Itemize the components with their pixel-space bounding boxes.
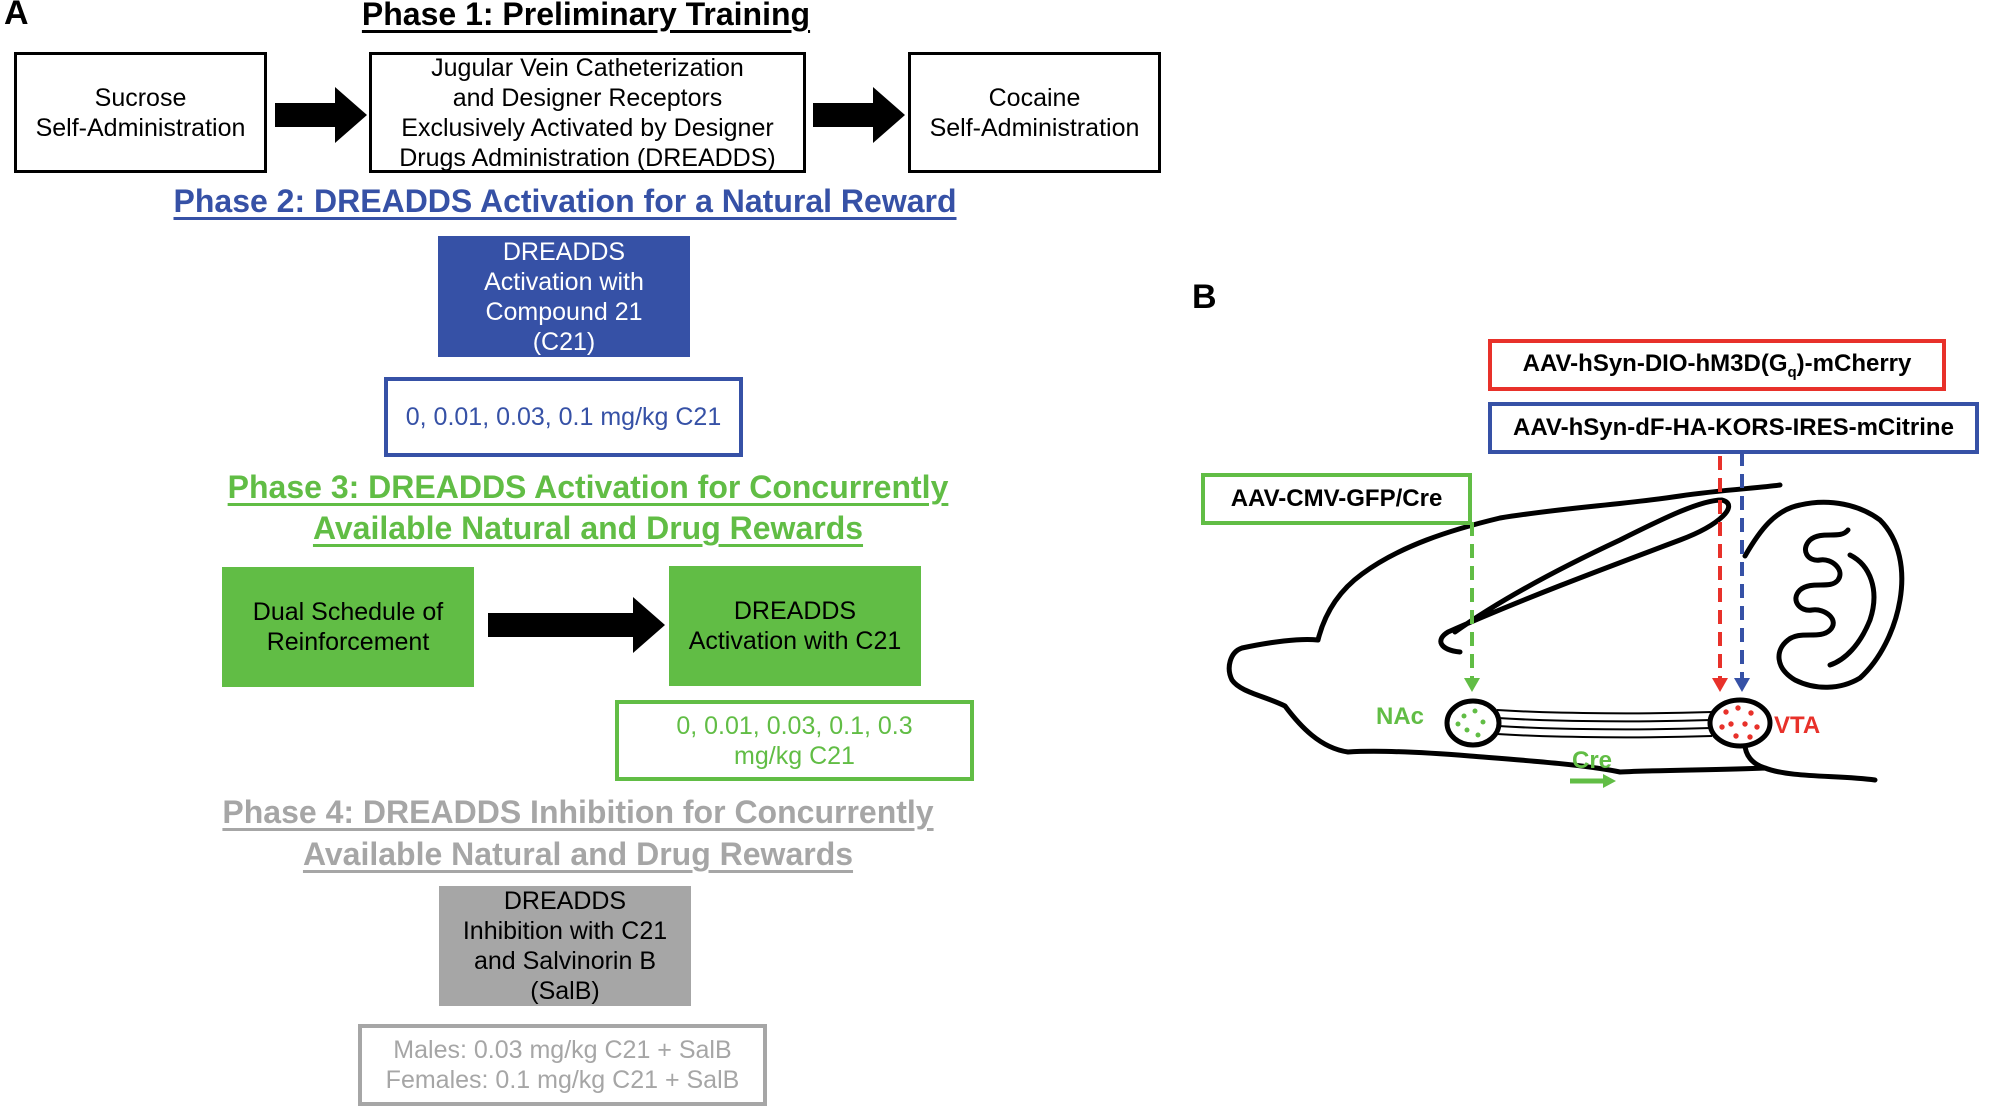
sucrose-self-admin-text: Sucrose Self-Administration (35, 83, 246, 142)
cerebellum-folia (1827, 552, 1877, 668)
phase2-title: Phase 2: DREADDS Activation for a Natura… (173, 183, 957, 219)
arrow-phase1-a (275, 87, 367, 143)
green-vector-label: AAV-CMV-GFP/Cre (1201, 473, 1472, 525)
phase3-doses-box: 0, 0.01, 0.03, 0.1, 0.3 mg/kg C21 (615, 700, 974, 781)
panel-b-letter: B (1192, 278, 1217, 316)
sucrose-self-admin-box: Sucrose Self-Administration (14, 52, 267, 173)
dual-schedule-box: Dual Schedule of Reinforcement (222, 567, 474, 687)
cre-label: Cre (1572, 747, 1613, 774)
arrow-phase1-b (813, 87, 905, 143)
nac-region (1444, 698, 1502, 748)
nac-dots (1455, 708, 1486, 738)
c21-activation-box: DREADDS Activation with Compound 21 (C21… (438, 236, 690, 357)
vta-label: VTA (1774, 712, 1821, 739)
phase2-doses-box: 0, 0.01, 0.03, 0.1 mg/kg C21 (384, 377, 743, 457)
panel-a-letter: A (4, 0, 29, 32)
phase3-title-line2: Available Natural and Drug Rewards (312, 510, 864, 546)
green-vector-text: AAV-CMV-GFP/Cre (1230, 485, 1443, 512)
cerebellum (1742, 499, 1905, 690)
vta-dots (1719, 705, 1760, 740)
catheterization-box: Jugular Vein Catheterization and Designe… (369, 52, 806, 173)
green-arrowhead (1464, 678, 1480, 692)
c21-activation-text: DREADDS Activation with Compound 21 (C21… (484, 237, 644, 356)
phase1-title: Phase 1: Preliminary Training (361, 0, 811, 32)
catheterization-text: Jugular Vein Catheterization and Designe… (399, 53, 776, 172)
cre-arrowhead (1603, 774, 1616, 788)
red-vector-label: AAV-hSyn-DIO-hM3D(Gq)-mCherry (1488, 339, 1946, 391)
phase4-title-line2: Available Natural and Drug Rewards (302, 836, 854, 872)
phase3-doses-text: 0, 0.01, 0.03, 0.1, 0.3 mg/kg C21 (676, 711, 913, 770)
blue-arrowhead (1734, 678, 1750, 692)
nac-label: NAc (1376, 703, 1425, 730)
dual-schedule-text: Dual Schedule of Reinforcement (252, 598, 444, 656)
red-arrowhead (1712, 678, 1728, 692)
salb-inhibition-text: DREADDS Inhibition with C21 and Salvinor… (462, 887, 668, 1005)
corpus-callosum (1438, 497, 1731, 655)
salb-inhibition-box: DREADDS Inhibition with C21 and Salvinor… (439, 886, 691, 1006)
blue-vector-text: AAV-hSyn-dF-HA-KORS-IRES-mCitrine (1513, 414, 1954, 441)
cocaine-self-admin-text: Cocaine Self-Administration (929, 83, 1140, 142)
c21-activation-phase3-text: DREADDS Activation with C21 (688, 597, 902, 655)
mesolimbic-pathway (1496, 709, 1713, 739)
cocaine-self-admin-box: Cocaine Self-Administration (908, 52, 1161, 173)
brain-outline (1226, 482, 1878, 783)
c21-activation-phase3-box: DREADDS Activation with C21 (669, 566, 921, 686)
arrow-phase3 (488, 597, 665, 653)
red-vector-text: AAV-hSyn-DIO-hM3D(Gq)-mCherry (1522, 349, 1912, 381)
brain-diagram (1226, 412, 1905, 788)
phase3-title-line1: Phase 3: DREADDS Activation for Concurre… (227, 469, 949, 505)
phase4-doses-text: Males: 0.03 mg/kg C21 + SalB Females: 0.… (385, 1036, 740, 1094)
phase4-title-line1: Phase 4: DREADDS Inhibition for Concurre… (222, 794, 934, 830)
blue-vector-label: AAV-hSyn-dF-HA-KORS-IRES-mCitrine (1488, 402, 1979, 454)
phase2-doses-text: 0, 0.01, 0.03, 0.1 mg/kg C21 (405, 403, 722, 431)
phase4-doses-box: Males: 0.03 mg/kg C21 + SalB Females: 0.… (358, 1024, 767, 1106)
